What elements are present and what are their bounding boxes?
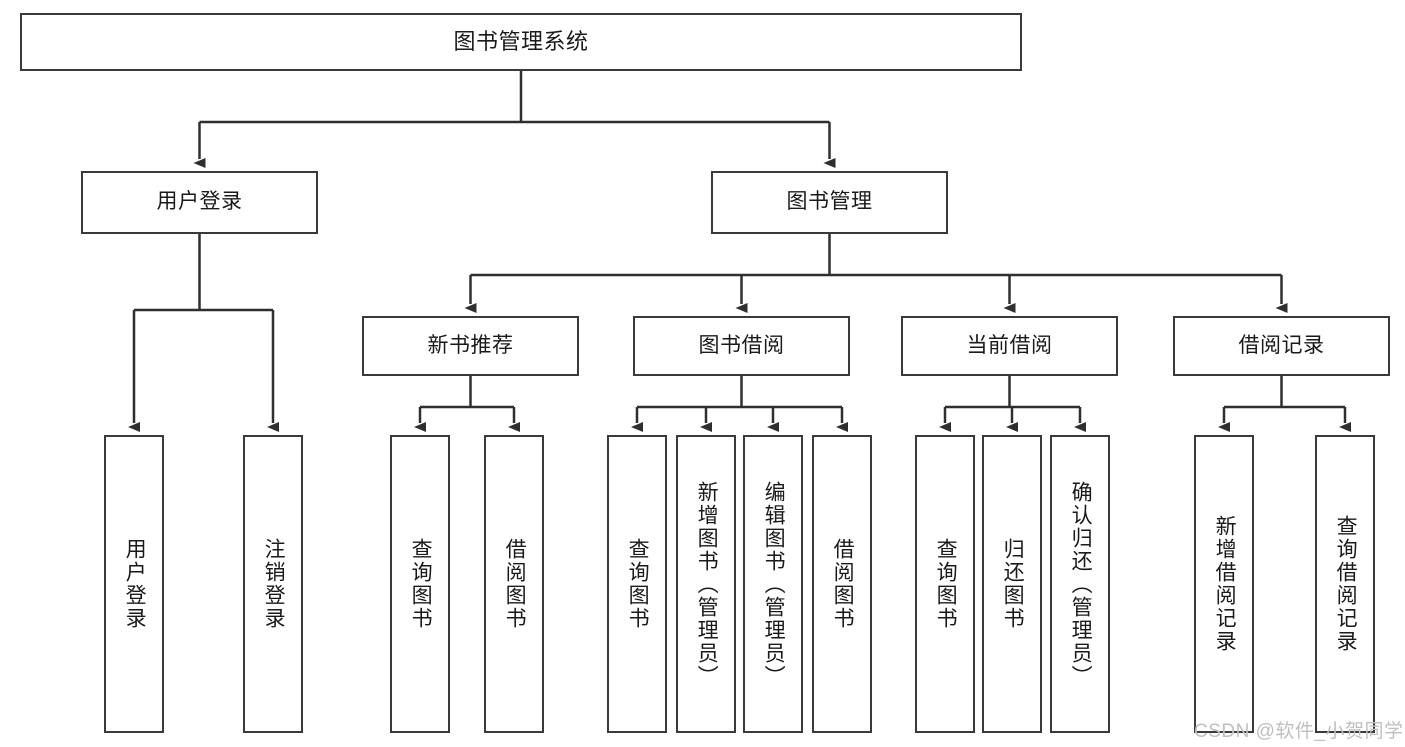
node-leaf-edit-book[interactable]: 编辑图书（管理员） — [743, 435, 803, 733]
node-label: 借阅图书 — [831, 538, 855, 630]
node-leaf-user-login[interactable]: 用户登录 — [104, 435, 164, 733]
node-label: 借阅图书 — [503, 538, 527, 630]
node-label: 图书借阅 — [698, 333, 785, 357]
node-label: 用户登录 — [156, 190, 243, 214]
node-label: 查询图书 — [934, 538, 958, 630]
node-leaf-query-book-3[interactable]: 查询图书 — [915, 435, 975, 733]
node-leaf-query-book-2[interactable]: 查询图书 — [607, 435, 667, 733]
node-label: 新书推荐 — [427, 333, 514, 357]
node-label: 编辑图书（管理员） — [762, 480, 786, 688]
node-label: 确认归还（管理员） — [1069, 480, 1093, 688]
node-user-login[interactable]: 用户登录 — [81, 171, 318, 234]
node-leaf-query-book-1[interactable]: 查询图书 — [390, 435, 450, 733]
node-new-book-recommend[interactable]: 新书推荐 — [362, 316, 579, 376]
node-leaf-borrow-book-1[interactable]: 借阅图书 — [484, 435, 544, 733]
node-label: 注销登录 — [262, 538, 286, 630]
node-label: 查询图书 — [626, 538, 650, 630]
node-leaf-add-record[interactable]: 新增借阅记录 — [1194, 435, 1254, 733]
node-label: 当前借阅 — [966, 333, 1053, 357]
node-label: 图书管理系统 — [453, 29, 589, 55]
node-label: 借阅记录 — [1238, 333, 1325, 357]
node-label: 新增借阅记录 — [1213, 515, 1237, 653]
node-label: 查询图书 — [409, 538, 433, 630]
node-leaf-confirm-return[interactable]: 确认归还（管理员） — [1050, 435, 1110, 733]
node-borrow-record[interactable]: 借阅记录 — [1173, 316, 1390, 376]
node-book-manage[interactable]: 图书管理 — [711, 171, 948, 234]
node-root[interactable]: 图书管理系统 — [20, 13, 1022, 71]
node-leaf-query-record[interactable]: 查询借阅记录 — [1315, 435, 1375, 733]
node-label: 归还图书 — [1001, 538, 1025, 630]
node-leaf-return-book[interactable]: 归还图书 — [982, 435, 1042, 733]
node-leaf-add-book[interactable]: 新增图书（管理员） — [676, 435, 736, 733]
node-current-borrow[interactable]: 当前借阅 — [901, 316, 1118, 376]
node-label: 图书管理 — [786, 190, 873, 214]
node-label: 用户登录 — [123, 538, 147, 630]
node-leaf-borrow-book-2[interactable]: 借阅图书 — [812, 435, 872, 733]
node-book-borrow[interactable]: 图书借阅 — [633, 316, 850, 376]
node-label: 查询借阅记录 — [1334, 515, 1358, 653]
node-label: 新增图书（管理员） — [695, 480, 719, 688]
node-leaf-logout[interactable]: 注销登录 — [243, 435, 303, 733]
